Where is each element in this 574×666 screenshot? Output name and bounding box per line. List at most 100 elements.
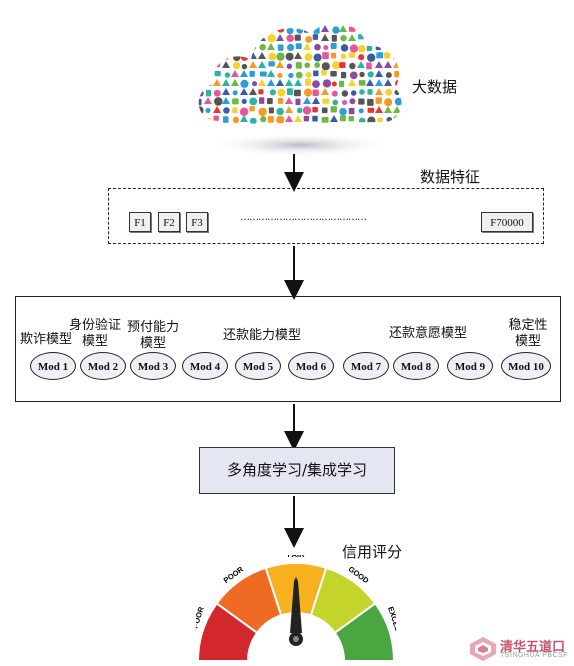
gauge-needle	[290, 577, 302, 633]
cloud-mini-icon	[321, 88, 329, 95]
cloud-mini-icon	[359, 71, 365, 78]
cloud-mini-icon	[313, 53, 322, 62]
credit-score-gauge: VERY POORPOORFAIRGOODEXCELLENT	[196, 555, 396, 662]
cloud-mini-icon	[375, 79, 383, 86]
feature-f1: F1	[129, 212, 151, 232]
cloud-mini-icon	[330, 70, 337, 77]
cloud-mini-icon	[348, 79, 356, 86]
model-node-7: Mod 7	[343, 352, 389, 380]
cloud-mini-icon	[321, 70, 327, 76]
cloud-mini-icon	[358, 80, 366, 86]
cloud-mini-icon	[231, 70, 239, 77]
cloud-mini-icon	[312, 89, 319, 97]
cloud-mini-icon	[350, 90, 357, 96]
cloud-mini-icon	[366, 62, 372, 70]
cloud-mini-icon	[260, 116, 267, 123]
cloud-mini-icon	[240, 115, 248, 122]
cloud-mini-icon	[276, 107, 284, 116]
cloud-mini-icon	[358, 108, 364, 114]
cloud-mini-icon	[258, 61, 266, 68]
cloud-mini-icon	[267, 79, 275, 86]
gauge-segment-excellent	[333, 602, 396, 662]
cloud-mini-icon	[276, 115, 285, 124]
big-data-label: 大数据	[412, 78, 458, 96]
cloud-mini-icon	[267, 116, 274, 123]
cloud-mini-icon	[294, 34, 301, 41]
cloud-mini-icon	[285, 115, 293, 122]
cloud-mini-icon	[384, 79, 392, 86]
features-box	[108, 188, 544, 244]
cloud-mini-icon	[258, 107, 267, 117]
model-node-4: Mod 4	[182, 352, 228, 380]
cloud-mini-icon	[357, 61, 365, 68]
cloud-mini-icon	[303, 115, 309, 122]
model-node-3: Mod 3	[130, 352, 176, 380]
cloud-mini-icon	[375, 70, 383, 77]
cloud-shadow	[208, 133, 392, 157]
cloud-mini-icon	[394, 97, 402, 106]
feature-f2: F2	[158, 212, 180, 232]
cloud-mini-icon	[286, 43, 295, 52]
cloud-mini-icon	[240, 70, 248, 77]
cloud-mini-icon	[366, 79, 374, 86]
cloud-mini-icon	[294, 89, 301, 97]
cloud-mini-icon	[348, 115, 355, 122]
cloud-mini-icon	[367, 71, 374, 78]
cloud-mini-icon	[348, 52, 356, 58]
ensemble-learning-box: 多角度学习/集成学习	[199, 447, 395, 494]
cloud-mini-icon	[312, 34, 319, 40]
cloud-mini-icon	[240, 79, 249, 88]
cloud-mini-icon	[267, 34, 276, 43]
cloud-mini-icon	[223, 116, 229, 123]
cloud-mini-icon	[268, 107, 274, 114]
cloud-mini-icon	[223, 107, 230, 114]
cloud-mini-icon	[393, 106, 401, 113]
cloud-mini-icon	[322, 79, 332, 88]
cloud-mini-icon	[339, 107, 347, 116]
cloud-mini-icon	[296, 107, 303, 114]
cloud-mini-icon	[377, 117, 383, 124]
cloud-mini-icon	[249, 70, 255, 77]
cloud-mini-icon	[367, 89, 373, 95]
cloud-mini-icon	[259, 43, 266, 51]
cloud-mini-icon	[222, 97, 230, 104]
cloud-mini-icon	[314, 43, 321, 51]
cloud-mini-icon	[332, 99, 339, 106]
tsinghua-logo-icon	[470, 637, 496, 661]
cloud-mini-icon	[267, 70, 275, 77]
cloud-mini-icon	[276, 34, 284, 41]
feature-f3: F3	[186, 212, 208, 232]
cloud-mini-icon	[285, 97, 293, 104]
cloud-mini-icon	[213, 89, 221, 97]
cloud-mini-icon	[304, 62, 311, 69]
cloud-mini-icon	[359, 89, 365, 95]
watermark: 清华五道口 TSINGHUA PBCSF	[464, 634, 574, 664]
cloud-mini-icon	[348, 107, 355, 115]
model-node-5: Mod 5	[235, 352, 281, 380]
model-group-identity: 身份验证 模型	[68, 318, 121, 349]
cloud-mini-icon	[302, 106, 312, 115]
cloud-mini-icon	[277, 44, 284, 51]
cloud-mini-icon	[259, 97, 265, 104]
cloud-mini-icon	[330, 52, 337, 59]
cloud-mini-icon	[340, 34, 347, 42]
model-group-prepay: 预付能力 模型	[126, 320, 179, 351]
cloud-mini-icon	[285, 79, 293, 86]
cloud-mini-icon	[214, 97, 223, 106]
cloud-mini-icon	[294, 52, 302, 59]
cloud-mini-icon	[312, 106, 318, 113]
cloud-mini-icon	[232, 107, 238, 114]
cloud-mini-icon	[249, 106, 255, 112]
cloud-mini-icon	[305, 72, 312, 78]
watermark-title: 清华五道口	[500, 640, 566, 655]
cloud-mini-icon	[330, 43, 337, 49]
cloud-mini-icon	[323, 45, 329, 51]
features-ellipsis: ……………………………………	[240, 212, 367, 223]
gauge-label-fair: FAIR	[287, 555, 305, 559]
cloud-mini-icon	[249, 88, 257, 95]
cloud-mini-icon	[340, 53, 347, 60]
cloud-mini-icon	[259, 71, 267, 77]
cloud-mini-icon	[384, 98, 393, 107]
cloud-mini-icon	[331, 34, 337, 42]
cloud-mini-icon	[358, 98, 365, 105]
